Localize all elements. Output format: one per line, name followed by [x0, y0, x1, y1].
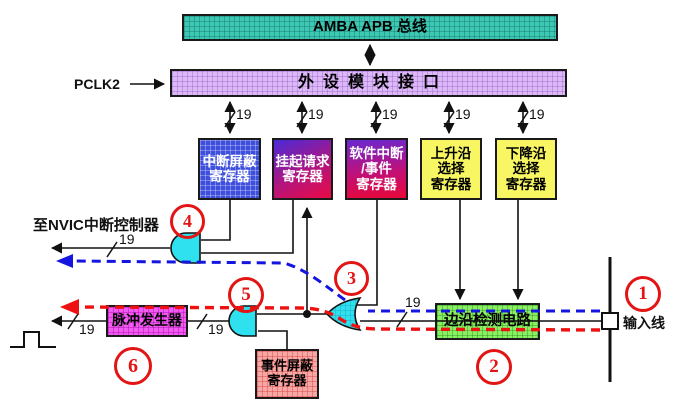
- register-label-line: 中断屏蔽: [202, 153, 257, 169]
- mask-register-to-and-gate-wire: [201, 200, 231, 241]
- bus-width-label: 19: [236, 106, 252, 122]
- or-gate: [325, 296, 362, 332]
- input-pin-square: [601, 312, 619, 330]
- solid-wires: [50, 43, 602, 349]
- bus-width-slashes: [67, 111, 529, 330]
- interrupt-signal-path: [56, 254, 600, 313]
- junction-dot: [303, 310, 311, 318]
- step-circle-5: 5: [228, 277, 264, 313]
- register-label-line: /事件: [361, 161, 392, 177]
- amba-apb-bus-block: AMBA APB 总线: [182, 14, 558, 41]
- rising-edge-select-register-block: 上升沿 选择 寄存器: [420, 138, 482, 200]
- input-line-label: 输入线: [623, 315, 665, 331]
- pulse-waveform-icon: [10, 331, 56, 348]
- register-label-line: 软件中断: [349, 146, 404, 162]
- register-label-line: 寄存器: [430, 176, 472, 192]
- step-circle-1: 1: [625, 276, 661, 312]
- step-circle-2: 2: [476, 349, 512, 385]
- register-label-line: 选择: [437, 161, 465, 177]
- bus-width-label: 19: [382, 106, 398, 122]
- step-number: 5: [241, 284, 251, 305]
- step-number: 2: [489, 356, 499, 377]
- bus-width-label: 19: [79, 321, 95, 337]
- event-path-arrowhead: [60, 299, 79, 315]
- event-signal-path: [60, 299, 601, 332]
- bus-width-label: 19: [455, 106, 471, 122]
- pclk2-label: PCLK2: [74, 76, 120, 92]
- register-label-line: 下降沿: [505, 146, 547, 162]
- peripheral-interface-label: 外设模块接口: [297, 74, 448, 92]
- register-label-line: 上升沿: [430, 146, 472, 162]
- amba-apb-bus-label: AMBA APB 总线: [313, 18, 427, 36]
- bus-width-label: 19: [308, 106, 324, 122]
- bus-width-label: 19: [208, 321, 224, 337]
- pulse-generator-label: 脉冲发生器: [112, 312, 182, 329]
- bus-width-label: 19: [405, 294, 421, 310]
- step-number: 6: [128, 354, 138, 377]
- pending-register-to-and-gate-wire: [201, 200, 294, 254]
- software-register-to-or-gate-wire: [352, 200, 378, 306]
- register-label-line: 事件屏蔽: [260, 358, 313, 374]
- falling-edge-select-register-block: 下降沿 选择 寄存器: [495, 138, 557, 200]
- register-label-line: 挂起请求: [275, 153, 330, 169]
- step-number: 3: [347, 268, 356, 288]
- pending-request-register-block: 挂起请求 寄存器: [272, 138, 333, 200]
- software-interrupt-event-register-block: 软件中断 /事件 寄存器: [345, 138, 408, 200]
- step-number: 1: [638, 283, 648, 304]
- step-number: 4: [183, 211, 192, 231]
- register-label-line: 寄存器: [282, 169, 323, 184]
- interrupt-path-arrowhead: [56, 254, 73, 268]
- event-mask-register-block: 事件屏蔽 寄存器: [255, 349, 319, 399]
- step-circle-3: 3: [334, 261, 369, 296]
- bus-width-label: 19: [119, 231, 135, 247]
- to-nvic-label: 至NVIC中断控制器: [33, 217, 159, 234]
- bus-width-label: 19: [529, 106, 545, 122]
- register-label-line: 寄存器: [356, 176, 397, 192]
- step-circle-6: 6: [114, 347, 152, 385]
- register-label-line: 寄存器: [267, 373, 307, 388]
- register-label-line: 寄存器: [505, 176, 547, 192]
- interrupt-mask-register-block: 中断屏蔽 寄存器: [198, 138, 261, 200]
- peripheral-interface-block: 外设模块接口: [170, 69, 567, 97]
- step-circle-4: 4: [170, 204, 205, 239]
- register-label-line: 寄存器: [209, 169, 250, 184]
- event-mask-to-and5-wire: [258, 330, 288, 349]
- register-label-line: 选择: [512, 161, 540, 177]
